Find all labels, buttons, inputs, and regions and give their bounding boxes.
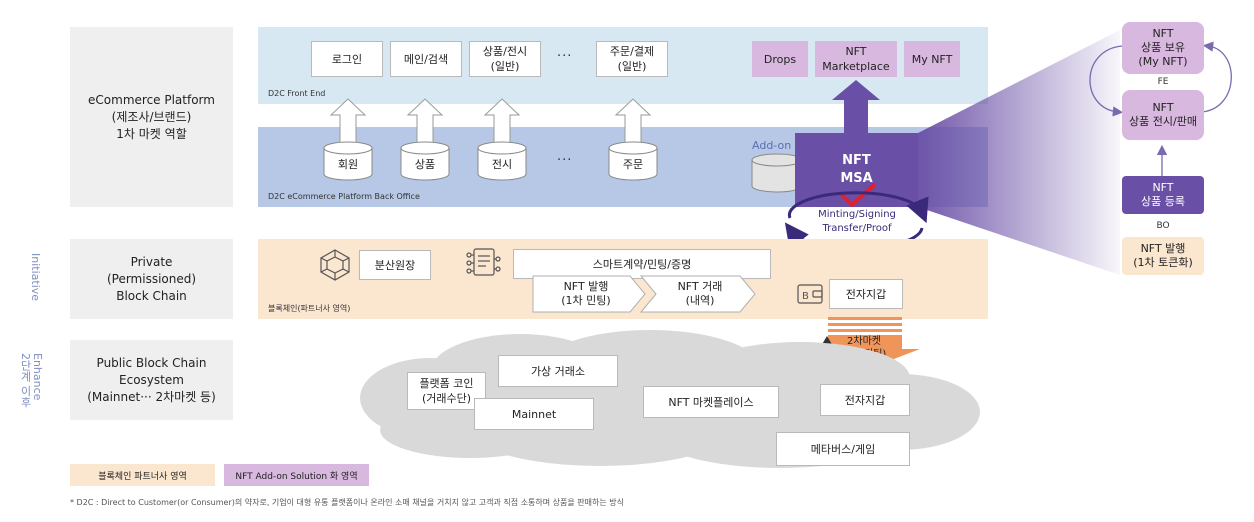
legend-partner-area: 블록체인 파트너사 영역: [70, 464, 215, 486]
nft-marketplace-box: NFT 마켓플레이스: [643, 386, 779, 418]
nft-issue-box: NFT 발행 (1차 토큰화): [1122, 237, 1204, 275]
row-label-private-chain: Private (Permissioned) Block Chain: [70, 239, 233, 319]
side-label-stage2: 2단계 이후: [19, 353, 32, 408]
bc-wallet-box: 전자지갑: [829, 279, 903, 309]
fe-main-search: 메인/검색: [390, 41, 462, 77]
fe-my-nft: My NFT: [904, 41, 960, 77]
fe-order-payment: 주문/결제 (일반): [596, 41, 668, 77]
contract-doc-icon: [466, 248, 501, 276]
row-label-public-chain: Public Block Chain Ecosystem (Mainnet···…: [70, 340, 233, 420]
row-label-ecommerce: eCommerce Platform (제조사/브랜드) 1차 마켓 역할: [70, 27, 233, 207]
db-order-label: 주문: [622, 158, 644, 171]
db-product-label: 상품: [414, 158, 436, 171]
db-member-label: 회원: [337, 158, 359, 171]
fe-product-display: 상품/전시 (일반): [469, 41, 541, 77]
legend-addon-area: NFT Add-on Solution 화 영역: [224, 464, 369, 486]
fe-login: 로그인: [311, 41, 383, 77]
db-display-label: 전시: [491, 158, 513, 171]
fe-drops: Drops: [752, 41, 808, 77]
nft-register-box: NFT 상품 등록: [1122, 176, 1204, 214]
blockchain-tag: 블록체인(파트너사 영역): [268, 304, 351, 313]
ledger-box: 분산원장: [359, 250, 431, 280]
side-label-enhance: Enhance: [31, 353, 44, 401]
nft-issue-chevron: NFT 발행 (1차 민팅): [561, 280, 611, 307]
bo-label: BO: [1156, 221, 1170, 231]
nft-hold-box: NFT 상품 보유 (My NFT): [1122, 22, 1204, 74]
fe-label: FE: [1157, 77, 1169, 87]
nft-trade-chevron: NFT 거래 (내역): [677, 280, 723, 307]
metaverse-box: 메타버스/게임: [776, 432, 910, 466]
nft-display-box: NFT 상품 전시/판매: [1122, 90, 1204, 140]
fe-nft-marketplace: NFT Marketplace: [815, 41, 897, 77]
wallet-icon: B: [797, 284, 823, 304]
smart-contract-box: 스마트계약/민팅/증명: [513, 249, 771, 279]
public-wallet-box: 전자지갑: [820, 384, 910, 416]
svg-text:B: B: [802, 291, 809, 302]
minting-cycle-label: Minting/Signing Transfer/Proof: [818, 209, 896, 234]
ledger-network-icon: [320, 249, 350, 281]
platform-coin-box: 플랫폼 코인 (거래수단): [407, 372, 486, 410]
mainnet-box: Mainnet: [474, 398, 594, 430]
virtual-exchange-box: 가상 거래소: [498, 355, 618, 387]
fe-dots: ···: [557, 49, 573, 64]
bo-dots: ···: [557, 153, 573, 168]
backoffice-tag: D2C eCommerce Platform Back Office: [268, 192, 420, 201]
frontend-tag: D2C Front End: [268, 89, 326, 98]
footnote: * D2C : Direct to Customer(or Consumer)의…: [70, 498, 624, 507]
nft-msa-box: NFT MSA: [795, 133, 918, 207]
addon-label: Add-on: [752, 139, 792, 152]
side-label-initiative: Initiative: [29, 253, 42, 302]
